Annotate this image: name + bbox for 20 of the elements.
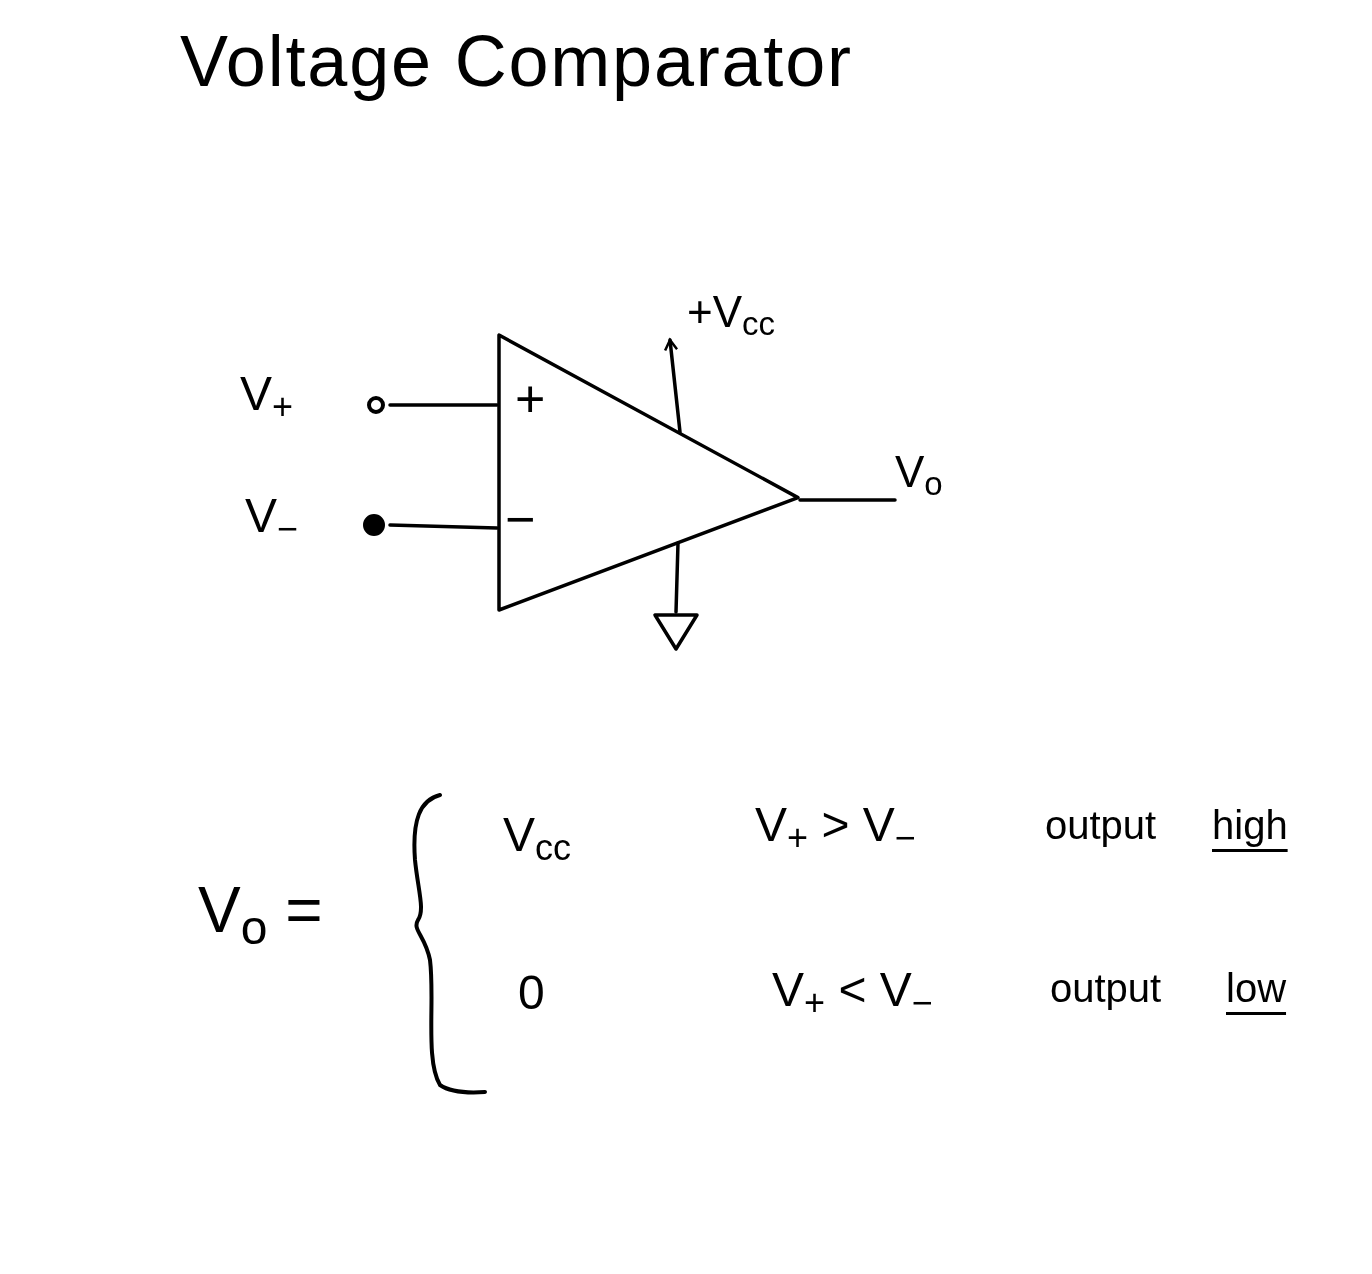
- output-value: V$_{cc}$: [503, 807, 571, 865]
- terminal-label: V$_{−}$: [245, 492, 299, 540]
- wire: [388, 403, 499, 407]
- wire: [388, 523, 499, 530]
- output-state: high: [1212, 802, 1288, 849]
- output-state: low: [1226, 965, 1287, 1012]
- wire: [674, 541, 680, 614]
- input-polarity-sign: +: [515, 373, 546, 425]
- equation-lhs: V$_{o}$ =: [198, 873, 323, 950]
- output-word: output: [1045, 802, 1157, 849]
- wire: [798, 498, 897, 502]
- arrow: [663, 338, 682, 434]
- input-polarity-sign: −: [505, 493, 536, 545]
- signal-label: +V$_{cc}$: [687, 290, 776, 334]
- terminal-label: V$_{+}$: [240, 370, 294, 418]
- output-word: output: [1050, 965, 1162, 1012]
- condition: V$_{+}$ < V$_{−}$: [772, 962, 933, 1020]
- output-value: 0: [518, 965, 545, 1021]
- signal-label: V$_{o}$: [895, 450, 943, 494]
- condition: V$_{+}$ > V$_{−}$: [755, 797, 916, 855]
